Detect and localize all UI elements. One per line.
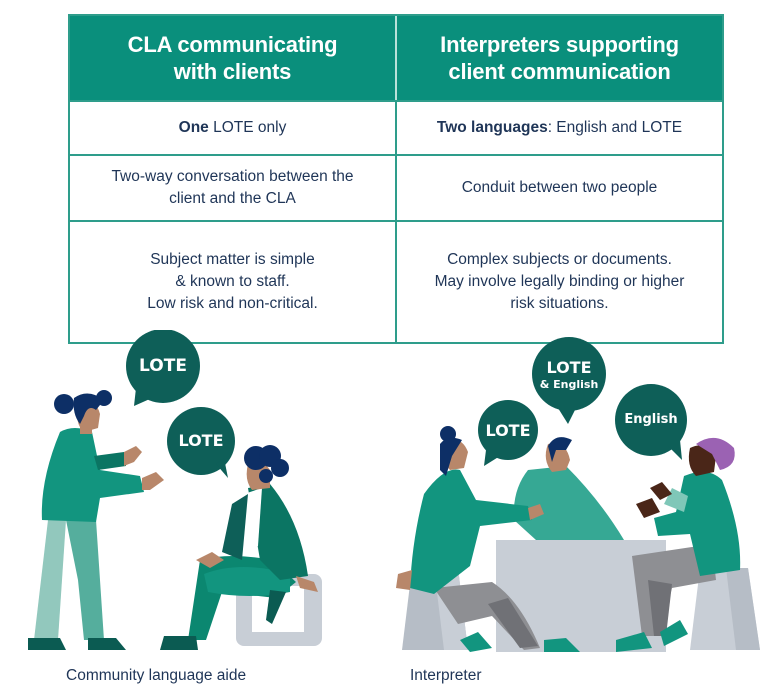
cell-subject-interpreter: Complex subjects or documents. May invol… bbox=[395, 222, 722, 342]
bubble-text: English bbox=[624, 412, 678, 427]
cell-role-interpreter: Conduit between two people bbox=[395, 156, 722, 220]
cell-line: May involve legally binding or higher bbox=[434, 273, 685, 290]
cell-languages-cla: One LOTE only bbox=[70, 102, 395, 154]
header-cla-line1: CLA communicating bbox=[127, 32, 338, 57]
caption-interpreter: Interpreter bbox=[410, 667, 482, 684]
cell-line: Complex subjects or documents. bbox=[447, 251, 672, 268]
bubble-text: LOTE bbox=[178, 431, 224, 450]
cell-subject-cla: Subject matter is simple & known to staf… bbox=[70, 222, 395, 342]
seated-client-figure bbox=[160, 445, 322, 650]
cell-line: Low risk and non-critical. bbox=[147, 295, 318, 312]
bubble-subtext: & English bbox=[539, 378, 599, 391]
speech-bubble-lote-1 bbox=[126, 330, 200, 406]
header-interp-line2: client communication bbox=[448, 59, 671, 84]
header-interp-line1: Interpreters supporting bbox=[440, 32, 679, 57]
cell-line: risk situations. bbox=[510, 295, 609, 312]
cell-text: LOTE only bbox=[208, 119, 287, 136]
cell-bold: One bbox=[178, 119, 209, 136]
header-cla-line2: with clients bbox=[173, 59, 292, 84]
caption-community-language-aide: Community language aide bbox=[66, 667, 247, 684]
cell-line: Conduit between two people bbox=[461, 179, 658, 196]
table-row: Two-way conversation between the client … bbox=[70, 154, 722, 220]
bubble-text: LOTE bbox=[139, 356, 187, 376]
cell-role-cla: Two-way conversation between the client … bbox=[70, 156, 395, 220]
speech-bubble-lote-2 bbox=[167, 407, 235, 478]
cell-line: Two-way conversation between the bbox=[111, 168, 354, 185]
cell-line: client and the CLA bbox=[169, 190, 296, 207]
speech-bubble-lote-english bbox=[532, 337, 606, 424]
interpreter-illustration bbox=[396, 337, 760, 652]
table-row: One LOTE only Two languages: English and… bbox=[70, 100, 722, 154]
standing-woman-figure bbox=[28, 390, 164, 650]
table-header-row: CLA communicating with clients Interpret… bbox=[70, 16, 722, 100]
cell-languages-interpreter: Two languages: English and LOTE bbox=[395, 102, 722, 154]
header-cla: CLA communicating with clients bbox=[70, 16, 395, 100]
bubble-text: LOTE bbox=[546, 358, 592, 377]
comparison-table: CLA communicating with clients Interpret… bbox=[68, 14, 724, 344]
header-interpreters: Interpreters supporting client communica… bbox=[395, 16, 722, 100]
cell-line: & known to staff. bbox=[175, 273, 290, 290]
speech-bubble-english bbox=[615, 384, 687, 460]
bubble-text: LOTE bbox=[485, 421, 531, 440]
table-row: Subject matter is simple & known to staf… bbox=[70, 220, 722, 342]
speech-bubble-lote-3 bbox=[478, 400, 538, 466]
cell-text: : English and LOTE bbox=[547, 119, 683, 136]
cell-line: Subject matter is simple bbox=[150, 251, 315, 268]
cell-bold: Two languages bbox=[436, 119, 548, 136]
cla-illustration bbox=[28, 330, 760, 652]
